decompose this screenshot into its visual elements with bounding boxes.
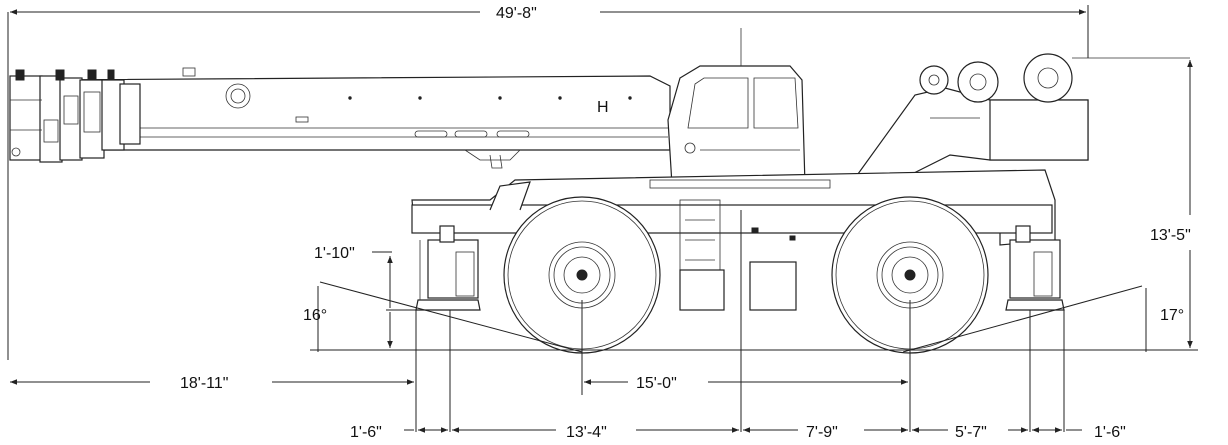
operator-cab (667, 28, 806, 186)
bottom-dim-2: 13'-4" (566, 424, 607, 441)
bottom-dim-5: 1'-6" (1094, 424, 1126, 441)
dimension-lines (7, 5, 1198, 433)
ground-clearance-label: 1'-10" (314, 245, 355, 262)
departure-angle-label: 17° (1160, 307, 1184, 324)
boom-head (9, 69, 141, 163)
overall-length-label: 49'-8" (496, 5, 537, 22)
crane-illustration: H (9, 28, 1190, 354)
bottom-dim-1: 1'-6" (350, 424, 382, 441)
height-label: 13'-5" (1150, 227, 1191, 244)
approach-angle-label: 16° (303, 307, 327, 324)
front-overhang-label: 18'-11" (180, 375, 228, 392)
bottom-dim-4: 5'-7" (955, 424, 987, 441)
superstructure (804, 53, 1190, 191)
bottom-dim-3: 7'-9" (806, 424, 838, 441)
wheelbase-label: 15'-0" (636, 375, 677, 392)
rear-outrigger (1005, 225, 1065, 311)
front-outrigger (415, 225, 481, 311)
boom-mark: H (597, 99, 609, 116)
